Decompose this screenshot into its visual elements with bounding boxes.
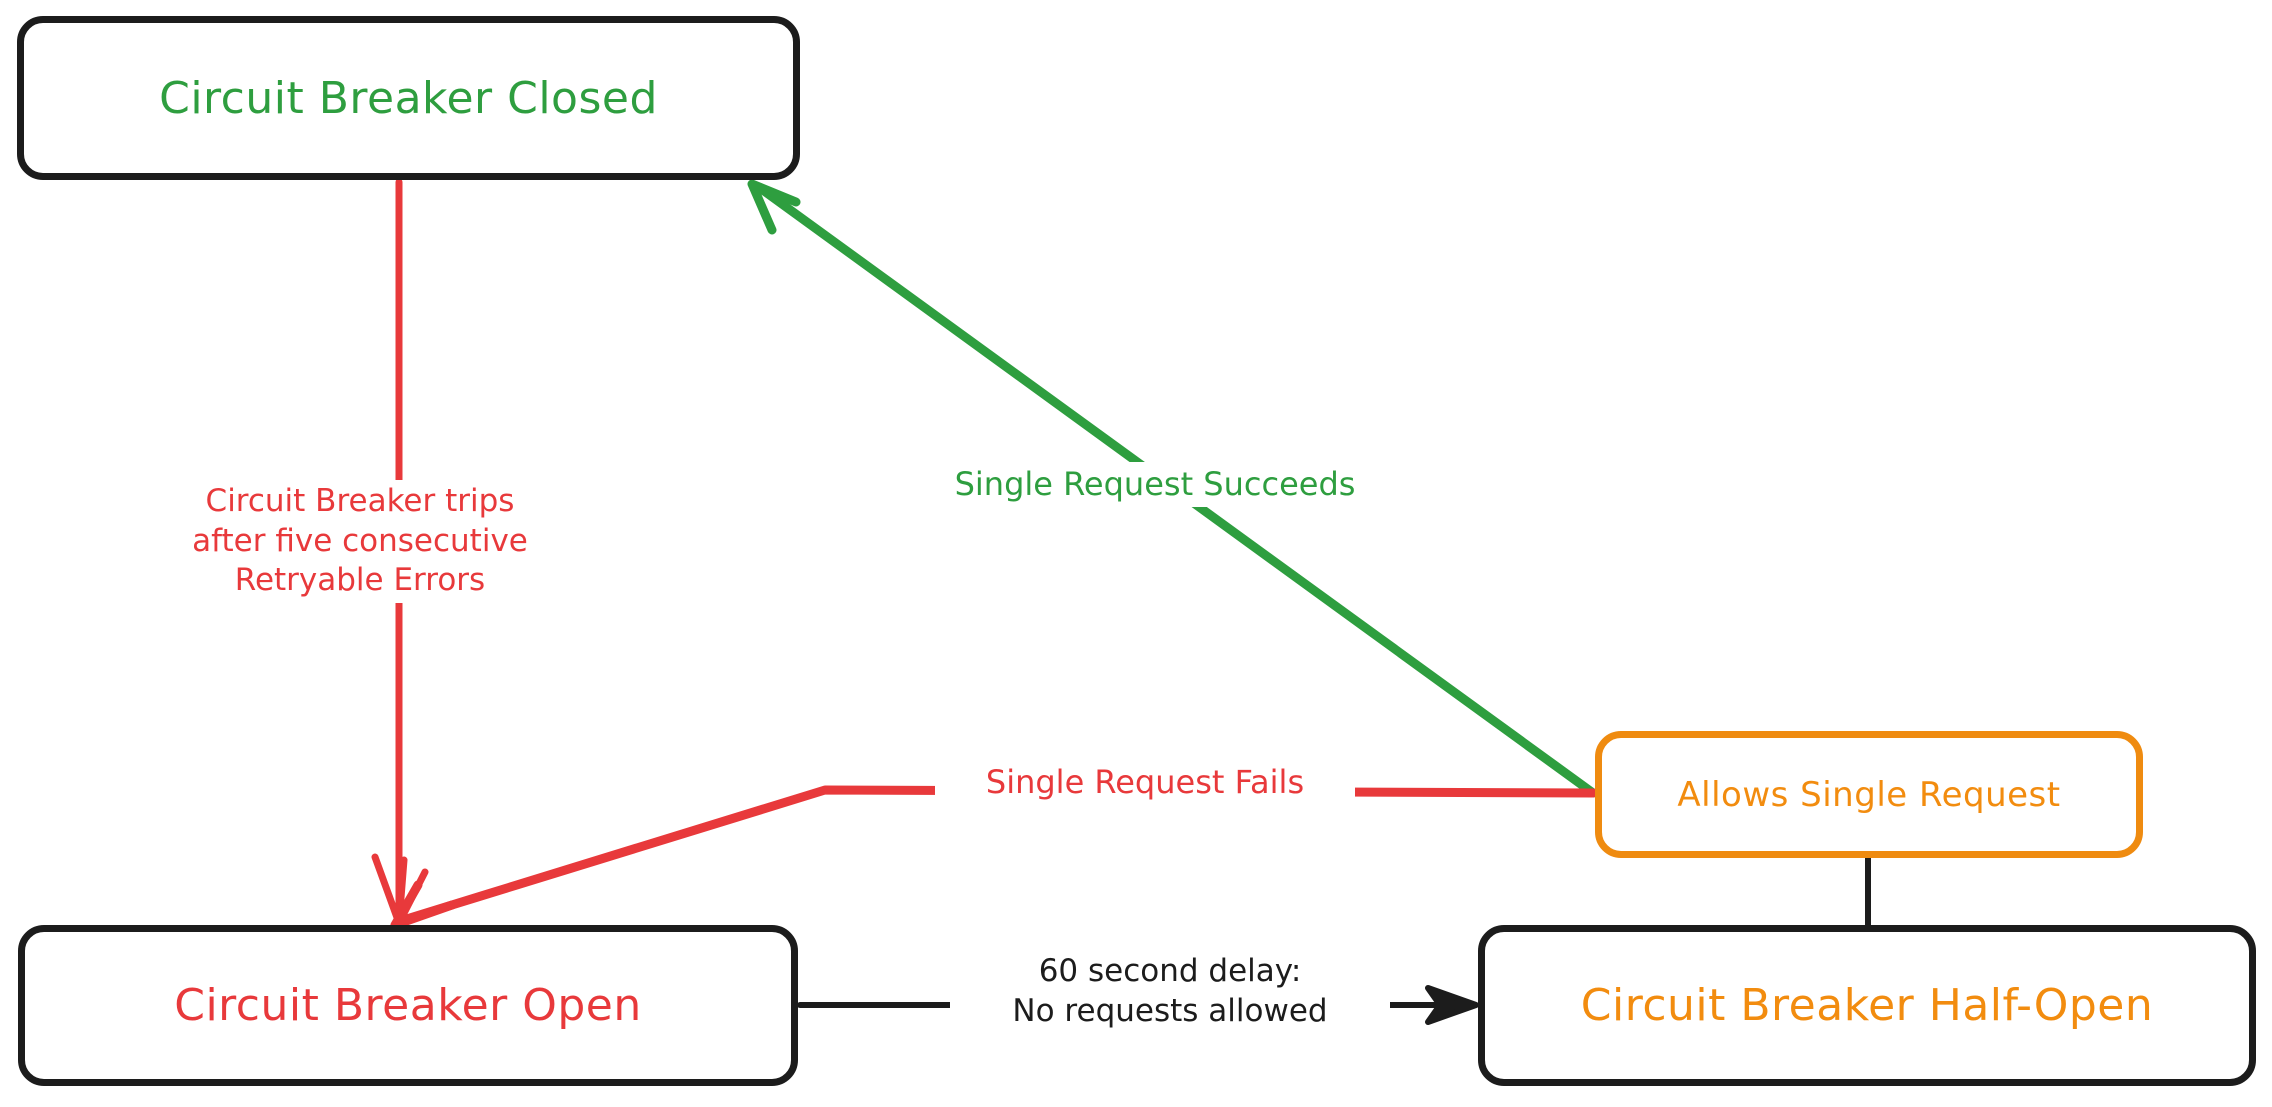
node-label-half-open: Circuit Breaker Half-Open (1580, 980, 2154, 1031)
node-circuit-breaker-closed[interactable]: Circuit Breaker Closed (17, 16, 800, 180)
node-circuit-breaker-open[interactable]: Circuit Breaker Open (18, 925, 798, 1086)
node-label-open: Circuit Breaker Open (174, 980, 642, 1031)
node-label-closed: Circuit Breaker Closed (159, 72, 658, 124)
edge-label-allows-to-closed: Single Request Succeeds (905, 462, 1405, 507)
edge-label-allows-to-open: Single Request Fails (935, 760, 1355, 805)
edge-label-open-to-half-open: 60 second delay: No requests allowed (950, 950, 1390, 1034)
edge-allows-to-open (390, 785, 1598, 930)
node-circuit-breaker-half-open[interactable]: Circuit Breaker Half-Open (1478, 925, 2256, 1086)
node-allows-single-request[interactable]: Allows Single Request (1595, 731, 2143, 858)
node-label-allows-single-request: Allows Single Request (1677, 774, 2061, 815)
edge-label-closed-to-open: Circuit Breaker trips after five consecu… (150, 480, 570, 604)
